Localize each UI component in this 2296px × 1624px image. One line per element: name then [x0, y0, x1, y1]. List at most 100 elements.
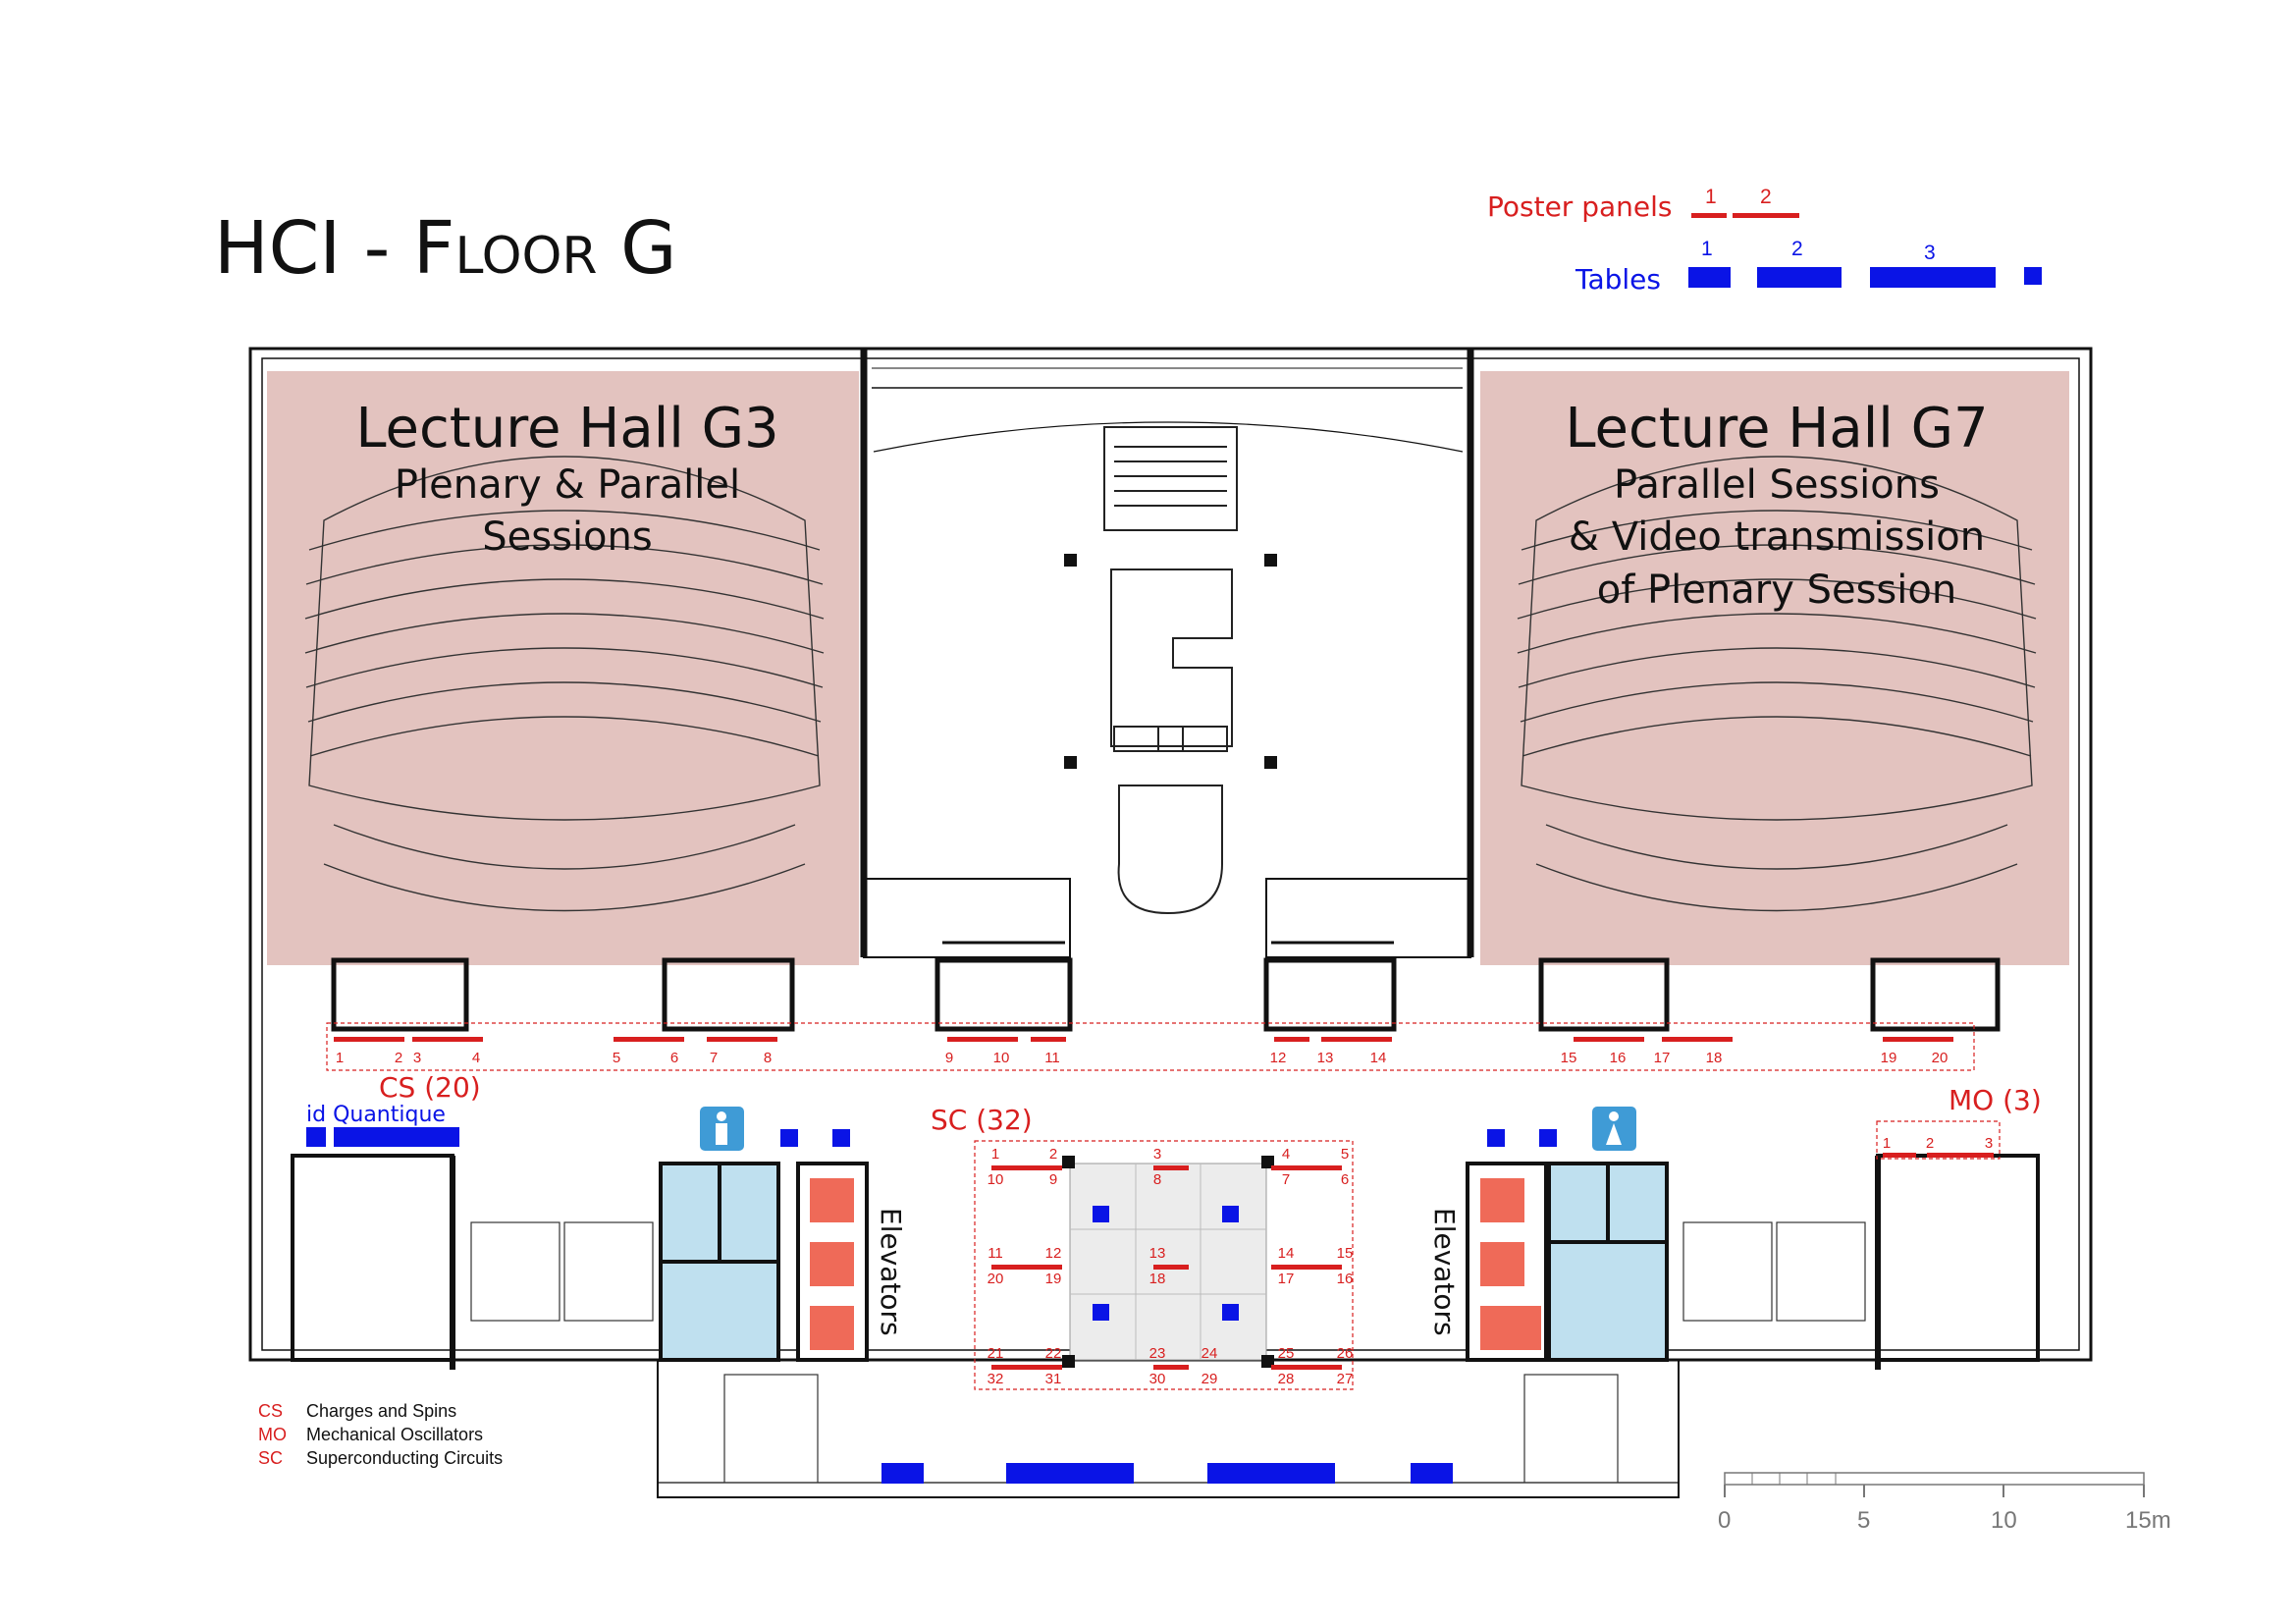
poster-panel[interactable] — [1274, 1037, 1309, 1042]
poster-panel[interactable] — [614, 1037, 684, 1042]
poster-panel[interactable] — [1271, 1165, 1342, 1170]
lecture-hall-g3[interactable]: Lecture Hall G3 Plenary & Parallel Sessi… — [267, 371, 859, 965]
elevator-car — [810, 1178, 854, 1222]
poster-panel[interactable] — [1153, 1265, 1189, 1270]
abbr-code: MO — [258, 1425, 287, 1444]
poster-number: 5 — [613, 1050, 620, 1066]
poster-number: 26 — [1337, 1345, 1354, 1362]
elevators-left[interactable] — [796, 1162, 869, 1362]
poster-panel[interactable] — [707, 1037, 777, 1042]
poster-number: 28 — [1278, 1371, 1295, 1387]
poster-panel[interactable] — [991, 1365, 1062, 1370]
poster-panel[interactable] — [412, 1037, 483, 1042]
lecture-hall-g3-name: Lecture Hall G3 — [355, 397, 778, 460]
table[interactable] — [1093, 1304, 1109, 1321]
poster-panel[interactable] — [1883, 1153, 1916, 1158]
lecture-hall-g7-floor — [1480, 371, 2069, 965]
poster-panel[interactable] — [991, 1165, 1062, 1170]
abbr-meaning: Charges and Spins — [306, 1401, 456, 1421]
poster-panel[interactable] — [1271, 1365, 1342, 1370]
poster-number: 14 — [1370, 1050, 1387, 1066]
restrooms-left[interactable] — [659, 1162, 780, 1362]
poster-number: 8 — [1153, 1171, 1161, 1188]
table[interactable] — [1207, 1463, 1335, 1484]
exhibitor-table-small[interactable] — [306, 1127, 326, 1147]
poster-number: 12 — [1045, 1245, 1062, 1262]
atrium-columns — [1064, 554, 1277, 769]
lecture-hall-g7-line3: of Plenary Session — [1597, 568, 1956, 613]
lecture-hall-g3-seating — [304, 456, 825, 912]
poster-number: 17 — [1654, 1050, 1671, 1066]
poster-panel[interactable] — [1883, 1037, 1953, 1042]
table[interactable] — [832, 1129, 850, 1147]
poster-number: 9 — [945, 1050, 953, 1066]
poster-row-zone — [326, 1022, 1975, 1071]
table[interactable] — [1411, 1463, 1453, 1484]
scale-bar: 0 5 10 15m — [1718, 1472, 2171, 1534]
legend-poster-size-1: 1 — [1705, 186, 1717, 208]
legend-poster-label: Poster panels — [1487, 190, 1673, 223]
poster-panel[interactable] — [1662, 1037, 1733, 1042]
table[interactable] — [1222, 1304, 1239, 1321]
scale-tick-label: 15m — [2125, 1507, 2171, 1534]
table[interactable] — [1006, 1463, 1134, 1484]
scale-tick-label: 5 — [1857, 1507, 1870, 1534]
poster-number: 31 — [1045, 1371, 1062, 1387]
lecture-hall-g3-floor — [267, 371, 859, 965]
poster-number: 4 — [1282, 1146, 1290, 1163]
zone-label-cs: CS (20) — [379, 1071, 481, 1104]
poster-number: 20 — [1932, 1050, 1949, 1066]
poster-number: 2 — [1926, 1135, 1934, 1152]
poster-panel[interactable] — [1153, 1165, 1189, 1170]
poster-panel[interactable] — [1321, 1037, 1392, 1042]
exhibitor-table-large[interactable] — [334, 1127, 459, 1147]
poster-number: 25 — [1278, 1345, 1295, 1362]
mo-zone — [1876, 1120, 2001, 1160]
elevator-car — [810, 1242, 854, 1286]
legend: Poster panels 1 2 Tables 1 2 3 — [1487, 186, 2042, 296]
poster-panel[interactable] — [991, 1265, 1062, 1270]
table[interactable] — [1539, 1129, 1557, 1147]
atrium-stair-and-rooms — [1103, 426, 1238, 915]
table[interactable] — [1222, 1206, 1239, 1222]
poster-panel[interactable] — [947, 1037, 1018, 1042]
poster-panel[interactable] — [1574, 1037, 1644, 1042]
legend-table-size-3: 3 — [1924, 242, 1936, 264]
abbreviation-legend: CS Charges and Spins MO Mechanical Oscil… — [258, 1401, 503, 1468]
poster-number: 22 — [1045, 1345, 1062, 1362]
poster-number: 2 — [1049, 1146, 1057, 1163]
elevator-car — [1480, 1178, 1524, 1222]
legend-table-swatch-3 — [1870, 267, 1996, 288]
table[interactable] — [780, 1129, 798, 1147]
table[interactable] — [1487, 1129, 1505, 1147]
zone-label-sc: SC (32) — [931, 1104, 1033, 1136]
poster-number: 20 — [988, 1271, 1004, 1287]
poster-panel[interactable] — [1271, 1265, 1342, 1270]
poster-number: 21 — [988, 1345, 1004, 1362]
legend-poster-swatch-1 — [1691, 213, 1727, 218]
poster-panel[interactable] — [1927, 1153, 1994, 1158]
abbr-meaning: Mechanical Oscillators — [306, 1425, 483, 1444]
legend-table-swatch-2 — [1757, 267, 1842, 288]
exhibitor-label: id Quantique — [306, 1103, 446, 1127]
lecture-hall-g7[interactable]: Lecture Hall G7 Parallel Sessions & Vide… — [1480, 371, 2069, 965]
restrooms-right[interactable] — [1547, 1162, 1669, 1362]
poster-number: 10 — [988, 1171, 1004, 1188]
elevators-right[interactable] — [1466, 1162, 1548, 1362]
legend-table-size-1: 1 — [1701, 238, 1713, 260]
poster-number: 16 — [1610, 1050, 1627, 1066]
poster-panel[interactable] — [1153, 1365, 1189, 1370]
small-rooms — [331, 878, 2001, 1032]
legend-poster-swatch-2 — [1733, 213, 1799, 218]
table[interactable] — [1093, 1206, 1109, 1222]
legend-poster-size-2: 2 — [1760, 186, 1772, 208]
legend-table-size-2: 2 — [1791, 238, 1803, 260]
abbr-code: CS — [258, 1401, 283, 1421]
table[interactable] — [881, 1463, 924, 1484]
poster-number: 6 — [670, 1050, 678, 1066]
poster-panel[interactable] — [334, 1037, 404, 1042]
poster-number: 27 — [1337, 1371, 1354, 1387]
poster-panel[interactable] — [1031, 1037, 1066, 1042]
poster-number: 3 — [1153, 1146, 1161, 1163]
poster-number: 1 — [1883, 1135, 1891, 1152]
